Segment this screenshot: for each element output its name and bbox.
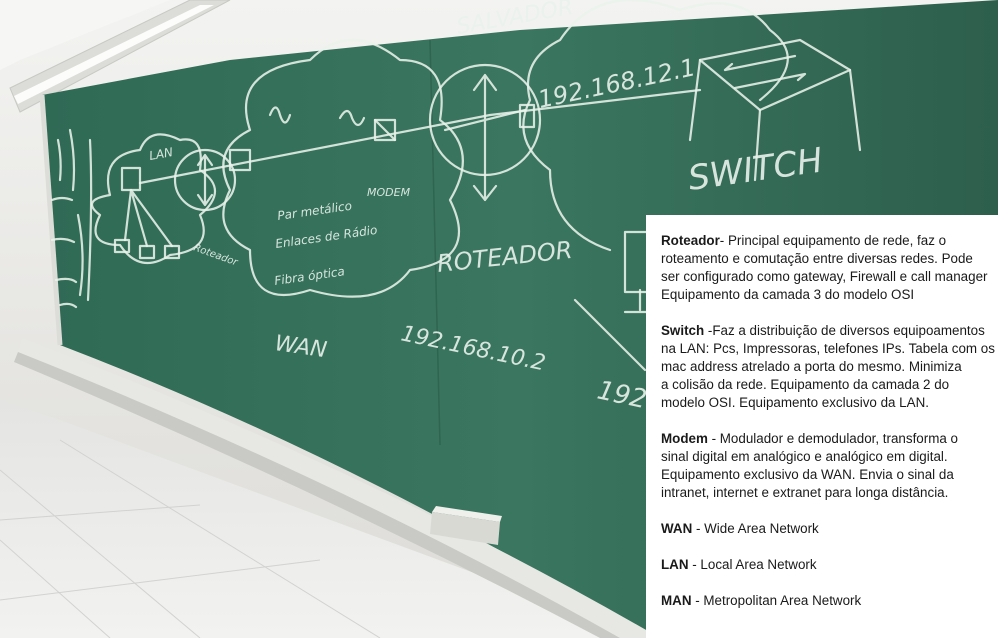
roteador-text-3: ser configurado como gateway, Firewall e… xyxy=(661,269,988,284)
lan-definition: LAN - Local Area Network xyxy=(661,556,998,574)
light-fixture xyxy=(9,0,231,113)
wan-text: - Wide Area Network xyxy=(692,521,819,536)
man-term: MAN xyxy=(661,593,692,608)
lan-term: LAN xyxy=(661,557,689,572)
roteador-line-1: Roteador- Principal equipamento de rede,… xyxy=(661,232,998,250)
wan-cloud xyxy=(222,39,464,298)
modem-definition: Modem - Modulador e demodulador, transfo… xyxy=(661,430,998,502)
floor-tiles xyxy=(0,439,381,638)
man-definition: MAN - Metropolitan Area Network xyxy=(661,592,998,610)
roteador-text-2: roteamento e comutação entre diversas re… xyxy=(661,251,973,266)
switch-text-3: mac address atrelado a porta do mesmo. M… xyxy=(661,359,962,374)
roteador-text-4: Equipamento da camada 3 do modelo OSI xyxy=(661,287,915,302)
modem-text-1: - Modulador e demodulador, transforma o xyxy=(707,431,958,446)
eraser xyxy=(430,506,502,545)
board-label-lan: LAN xyxy=(148,145,174,163)
switch-definition: Switch -Faz a distribuição de diversos e… xyxy=(661,322,998,412)
definitions-panel: Roteador- Principal equipamento de rede,… xyxy=(646,215,998,638)
man-text: - Metropolitan Area Network xyxy=(691,593,862,608)
roteador-text-1: - Principal equipamento de rede, faz o xyxy=(719,233,947,248)
lan-cloud xyxy=(90,133,216,265)
chalk-tray xyxy=(18,338,660,638)
switch-text-1: -Faz a distribuição de diversos equipoam… xyxy=(704,323,985,338)
light-fixture-tube xyxy=(14,5,214,104)
router-small-circle xyxy=(173,148,237,212)
board-label-modem: MODEM xyxy=(367,186,411,199)
switch-term: Switch xyxy=(661,323,705,338)
lan-line: LAN - Local Area Network xyxy=(661,556,998,574)
modem-text-2: sinal digital em analógico e analógico e… xyxy=(661,449,948,464)
chalk-tray-shadow xyxy=(14,352,620,638)
wan-definition: WAN - Wide Area Network xyxy=(661,520,998,538)
lan-text: - Local Area Network xyxy=(688,557,817,572)
modem-line-1: Modem - Modulador e demodulador, transfo… xyxy=(661,430,998,448)
roteador-definition: Roteador- Principal equipamento de rede,… xyxy=(661,232,998,304)
man-line: MAN - Metropolitan Area Network xyxy=(661,592,998,610)
switch-text-2: na LAN: Pcs, Impressoras, telefones IPs.… xyxy=(661,341,995,356)
board-frame-left xyxy=(39,94,63,346)
ceiling xyxy=(0,0,170,70)
modem-term: Modem xyxy=(661,431,708,446)
switch-line-1: Switch -Faz a distribuição de diversos e… xyxy=(661,322,998,340)
wan-term: WAN xyxy=(661,521,693,536)
switch-text-5: modelo OSI. Equipamento exclusivo da LAN… xyxy=(661,395,929,410)
switch-text-4: a colisão da rede. Equipamento da camada… xyxy=(661,377,950,392)
modem-text-3: Equipamento exclusivo da WAN. Envia o si… xyxy=(661,467,954,482)
roteador-term: Roteador xyxy=(661,233,720,248)
wan-line: WAN - Wide Area Network xyxy=(661,520,998,538)
modem-text-4: intranet, internet e extranet para longa… xyxy=(661,485,949,500)
chalk-drawings xyxy=(50,0,862,372)
